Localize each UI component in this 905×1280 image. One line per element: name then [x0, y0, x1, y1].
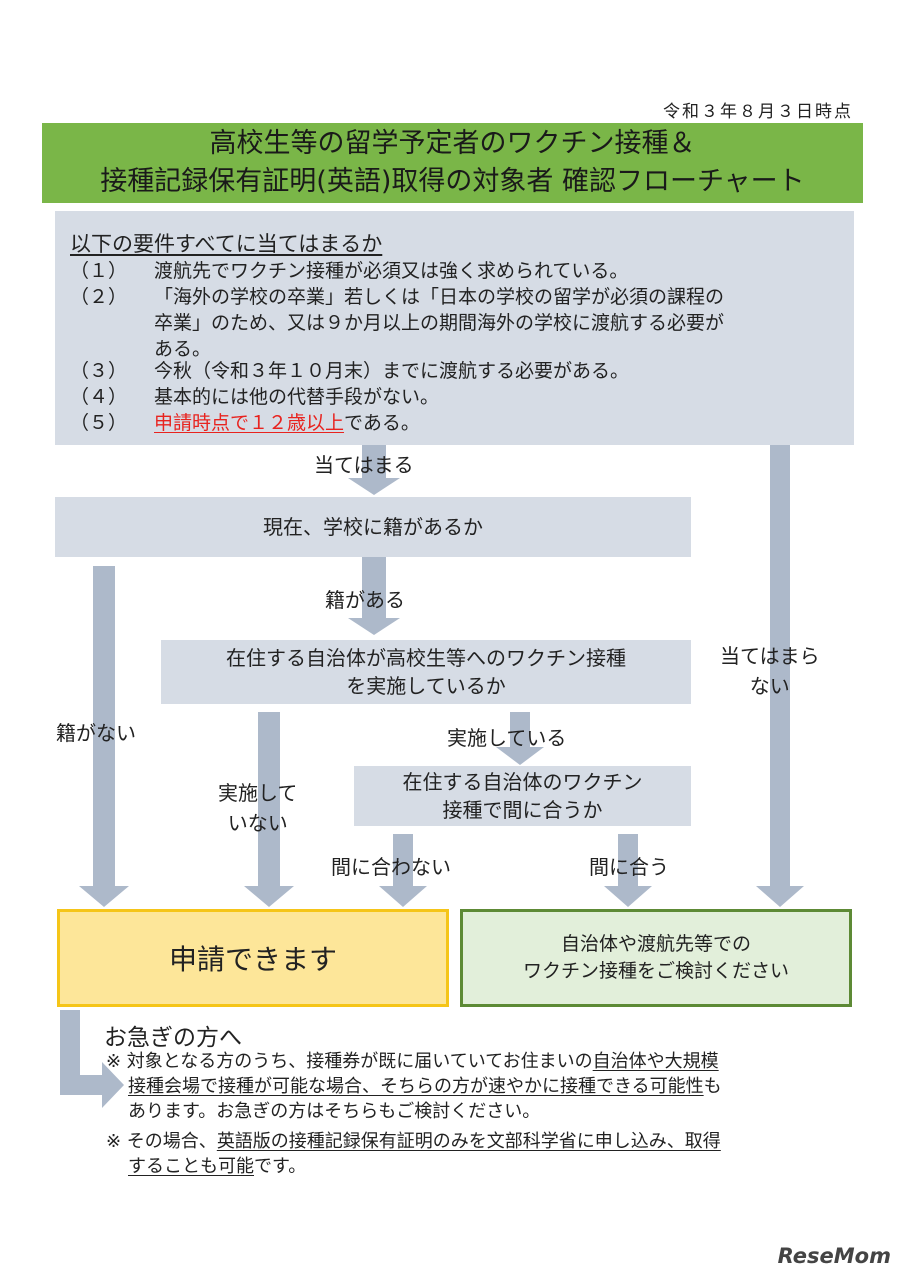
note-text: あります。お急ぎの方はそちらもご検討ください。 [128, 1101, 541, 1122]
title-line-2: 接種記録保有証明(英語)取得の対象者 確認フローチャート [100, 166, 805, 197]
result-apply-text: 申請できます [168, 943, 337, 976]
requirement-text-line: ある。 [154, 338, 212, 360]
requirement-number: （３） [70, 360, 128, 382]
result-apply: 申請できます [57, 909, 449, 1007]
requirement-text-line: 卒業」のため、又は９か月以上の期間海外の学校に渡航する必要が [154, 312, 725, 334]
question-in-time-line-1: 在住する自治体のワクチン [402, 770, 643, 794]
label-in-time: 間に合う [589, 855, 669, 879]
requirement-number: （１） [70, 260, 128, 282]
question-municipality-line-2: を実施しているか [346, 674, 506, 698]
requirement-text: 基本的には他の代替手段がない。 [154, 386, 440, 408]
note-text-underlined: することも可能 [128, 1156, 254, 1177]
note-text-underlined: 接種会場で接種が可能な場合、そちらの方が速やかに接種できる可能性 [128, 1076, 704, 1097]
resemom-logo: ReseMom [777, 1244, 891, 1268]
question-in-time: 在住する自治体のワクチン 接種で間に合うか [354, 766, 691, 826]
requirement-item: （１） 渡航先でワクチン接種が必須又は強く求められている。 [0, 258, 905, 284]
urgent-note-1-line-2: 接種会場で接種が可能な場合、そちらの方が速やかに接種できる可能性も [128, 1074, 858, 1099]
result-consider-line-1: 自治体や渡航先等での [560, 933, 751, 955]
question-school: 現在、学校に籍があるか [55, 497, 691, 557]
urgent-note-1-line-1: ※ 対象となる方のうち、接種券が既に届いていてお住まいの自治体や大規模 [106, 1049, 846, 1074]
urgent-note-2-line-1: ※ その場合、英語版の接種記録保有証明のみを文部科学省に申し込み、取得 [106, 1129, 846, 1154]
arrow-not-in-time [379, 834, 427, 907]
arrow-not-applies [756, 432, 804, 907]
arrow-enrolled [348, 557, 400, 635]
note-text-underlined: 自治体や大規模 [592, 1051, 719, 1072]
arrow-implementing [496, 712, 544, 765]
result-consider-line-2: ワクチン接種をご検討ください [522, 960, 789, 982]
note-text: ※ 対象となる方のうち、接種券が既に届いていてお住まいの [106, 1051, 593, 1072]
note-text-underlined: 英語版の接種記録保有証明のみを文部科学省に申し込み、取得 [216, 1131, 721, 1152]
label-not-implementing-line-1: 実施して [218, 781, 298, 805]
note-text: ※ その場合、 [106, 1131, 217, 1152]
arrow-not-enrolled [79, 566, 129, 907]
label-not-applies-line-2: ない [749, 674, 790, 698]
label-enrolled: 籍がある [325, 588, 405, 612]
note-text: も [703, 1076, 722, 1097]
label-not-applies: 当てはまら ない [720, 641, 820, 701]
date-stamp: 令和３年８月３日時点 [663, 102, 853, 122]
requirement-number: （５） [70, 412, 128, 434]
arrow-not-implementing [244, 712, 294, 907]
question-school-text: 現在、学校に籍があるか [263, 515, 483, 539]
page-title: 高校生等の留学予定者のワクチン接種＆ 接種記録保有証明(英語)取得の対象者 確認… [42, 123, 863, 203]
requirement-item: （２） 「海外の学校の卒業」若しくは「日本の学校の留学が必須の課程の 卒業」のた… [0, 284, 905, 362]
question-municipality: 在住する自治体が高校生等へのワクチン接種 を実施しているか [161, 640, 691, 704]
title-line-1: 高校生等の留学予定者のワクチン接種＆ [209, 128, 696, 159]
arrow-in-time [604, 834, 652, 907]
question-municipality-line-1: 在住する自治体が高校生等へのワクチン接種 [226, 646, 626, 670]
label-implementing: 実施している [447, 726, 567, 750]
requirement-item: （３） 今秋（令和３年１０月末）までに渡航する必要がある。 [0, 358, 905, 384]
label-not-enrolled: 籍がない [56, 721, 136, 745]
note-text: です。 [254, 1156, 307, 1177]
requirement-number: （２） [70, 286, 128, 308]
requirements-heading: 以下の要件すべてに当てはまるか [70, 232, 383, 256]
urgent-title: お急ぎの方へ [104, 1025, 242, 1051]
requirement-text: 申請時点で１２歳以上である。 [154, 410, 804, 436]
requirement-number: （４） [70, 386, 128, 408]
requirement-text-rest: である。 [344, 412, 420, 434]
label-not-in-time: 間に合わない [331, 855, 451, 879]
label-not-implementing: 実施して いない [218, 778, 297, 838]
urgent-note-1-line-3: あります。お急ぎの方はそちらもご検討ください。 [128, 1099, 858, 1124]
requirement-text: 渡航先でワクチン接種が必須又は強く求められている。 [154, 260, 629, 282]
label-not-implementing-line-2: いない [227, 811, 288, 835]
requirement-item: （５） 申請時点で１２歳以上である。 [0, 410, 905, 436]
arrow-urgent [60, 1010, 124, 1108]
question-in-time-line-2: 接種で間に合うか [442, 798, 603, 822]
requirement-text-line: 「海外の学校の卒業」若しくは「日本の学校の留学が必須の課程の [154, 286, 725, 308]
age-requirement-highlight: 申請時点で１２歳以上 [154, 412, 345, 434]
result-consider: 自治体や渡航先等での ワクチン接種をご検討ください [460, 909, 852, 1007]
requirement-item: （４） 基本的には他の代替手段がない。 [0, 384, 905, 410]
label-applies: 当てはまる [314, 453, 414, 477]
arrow-applies [348, 436, 400, 495]
label-not-applies-line-1: 当てはまら [720, 644, 820, 668]
requirement-text: 今秋（令和３年１０月末）までに渡航する必要がある。 [154, 360, 630, 382]
requirements-box [55, 211, 854, 445]
urgent-note-2-line-2: することも可能です。 [128, 1154, 858, 1179]
